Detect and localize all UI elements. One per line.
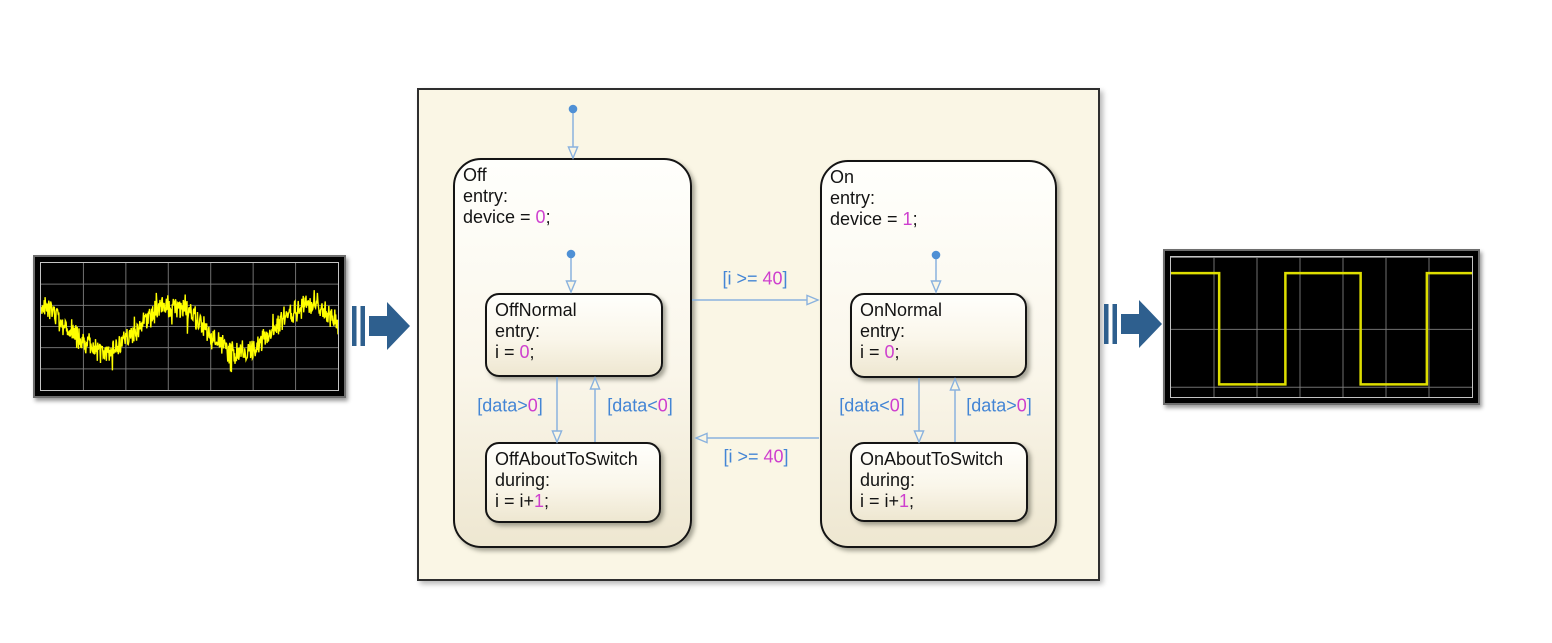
code-line: entry: (463, 186, 684, 207)
code-line: i = 0; (495, 342, 655, 363)
code-line: OffAboutToSwitch (495, 449, 653, 470)
code-line: i = i+1; (860, 491, 1020, 512)
code-line: device = 1; (830, 209, 1049, 230)
input-signal-scope-waveform (41, 263, 338, 390)
code-text: ] (667, 395, 673, 416)
literal-value: 1 (899, 491, 910, 511)
code-text: ; (544, 491, 550, 511)
code-text: device = (830, 209, 903, 229)
code-text: i = (860, 342, 885, 362)
code-text: [data< (839, 395, 890, 416)
code-text: Off (463, 165, 487, 185)
literal-value: 0 (1016, 395, 1027, 416)
output-flow-arrow-icon (1104, 297, 1164, 351)
transition-onnormal-to-onabouttoswitch-label: [data<0] (839, 396, 905, 417)
code-text: ] (1026, 395, 1032, 416)
literal-value: 0 (535, 207, 546, 227)
input-flow-arrow-icon (352, 299, 412, 353)
code-line: entry: (495, 321, 655, 342)
code-text: On (830, 167, 855, 187)
code-line: during: (860, 470, 1020, 491)
transition-on-to-off-label: [i >= 40] (723, 447, 788, 468)
code-line: Off (463, 165, 684, 186)
code-text: ] (899, 395, 905, 416)
code-text: ; (909, 491, 915, 511)
literal-value: 0 (884, 342, 895, 362)
output-signal-scope-waveform (1171, 257, 1472, 397)
literal-value: 1 (534, 491, 545, 511)
code-line: during: (495, 470, 653, 491)
input-signal-scope (33, 255, 346, 398)
code-text: entry: (463, 186, 509, 206)
literal-value: 1 (902, 209, 913, 229)
code-text: [data< (607, 395, 658, 416)
literal-value: 0 (519, 342, 530, 362)
output-signal-scope (1163, 249, 1480, 405)
transition-off-to-on-label: [i >= 40] (722, 269, 787, 290)
code-text: during: (495, 470, 551, 490)
code-line: i = i+1; (495, 491, 653, 512)
code-line: entry: (860, 321, 1019, 342)
default-transition-chart (567, 104, 579, 160)
code-text: entry: (860, 321, 906, 341)
literal-value: 0 (657, 395, 668, 416)
code-text: i = i+ (495, 491, 535, 511)
code-text: entry: (495, 321, 541, 341)
transition-onabouttoswitch-to-onnormal-label: [data>0] (966, 396, 1032, 417)
code-text: OffAboutToSwitch (495, 449, 638, 469)
code-text: i = (495, 342, 520, 362)
code-text: ; (894, 342, 900, 362)
code-text: ] (783, 446, 789, 467)
code-text: OffNormal (495, 300, 577, 320)
code-text: ; (529, 342, 535, 362)
code-text: during: (860, 470, 916, 490)
code-text: [data> (477, 395, 528, 416)
code-text: [i >= (723, 446, 764, 467)
transition-on-to-off (694, 432, 819, 444)
code-line: OnNormal (860, 300, 1019, 321)
code-line: OnAboutToSwitch (860, 449, 1020, 470)
code-text: OnNormal (860, 300, 943, 320)
literal-value: 0 (527, 395, 538, 416)
code-text: ] (782, 268, 788, 289)
transition-offabouttoswitch-to-offnormal-label: [data<0] (607, 396, 673, 417)
literal-value: 0 (889, 395, 900, 416)
code-text: ; (545, 207, 551, 227)
code-text: [data> (966, 395, 1017, 416)
code-line: device = 0; (463, 207, 684, 228)
code-text: entry: (830, 188, 876, 208)
code-line: On (830, 167, 1049, 188)
code-text: OnAboutToSwitch (860, 449, 1004, 469)
code-text: [i >= (722, 268, 763, 289)
input-scope-plot (40, 262, 339, 391)
code-text: ; (912, 209, 918, 229)
code-text: ] (537, 395, 543, 416)
code-line: entry: (830, 188, 1049, 209)
output-scope-plot (1170, 256, 1473, 398)
code-line: i = 0; (860, 342, 1019, 363)
code-line: OffNormal (495, 300, 655, 321)
code-text: device = (463, 207, 536, 227)
code-text: i = i+ (860, 491, 900, 511)
transition-off-to-on (692, 294, 820, 306)
default-transition-dot (568, 104, 578, 114)
literal-value: 40 (762, 268, 783, 289)
literal-value: 40 (763, 446, 784, 467)
transition-offnormal-to-offabouttoswitch-label: [data>0] (477, 396, 543, 417)
